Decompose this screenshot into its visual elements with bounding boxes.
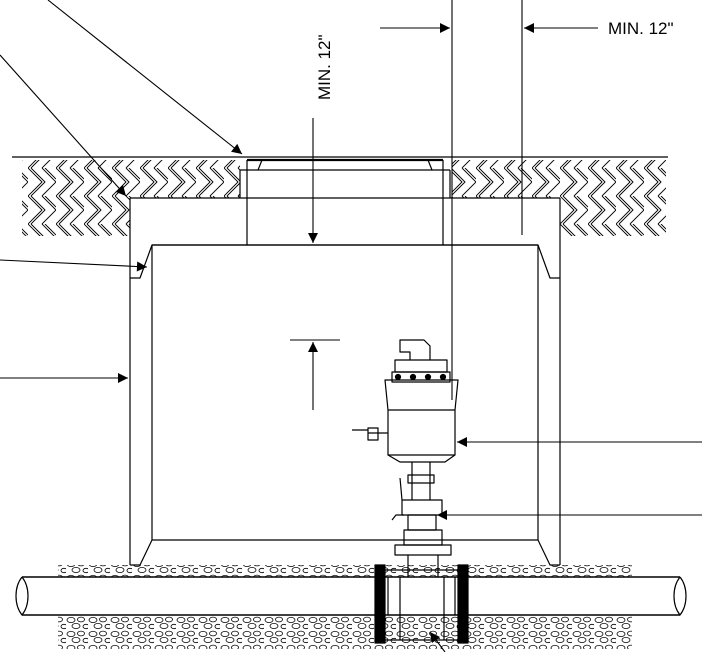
soil-hatching — [22, 160, 666, 236]
min-side-clearance-label: MIN. 12" — [608, 19, 674, 38]
leader-main — [429, 631, 446, 652]
pipe-flange-left — [374, 564, 386, 644]
leader-frame — [0, 54, 127, 197]
dimension-side-clearance — [380, 0, 598, 400]
leader-slab — [0, 259, 148, 272]
min-top-clearance-label: MIN. 12" — [315, 34, 334, 100]
gravel-bedding — [58, 565, 632, 649]
isolation-ball-valve — [401, 499, 443, 516]
pipe-flange-right — [457, 564, 469, 644]
dimension-cover-clearance — [290, 118, 388, 410]
test-cock — [352, 427, 388, 441]
leader-manhole-cover — [47, 0, 243, 155]
water-main-pipe — [15, 564, 687, 644]
air-release-valve — [352, 339, 459, 463]
valve-outlet-elbow — [399, 339, 431, 360]
vault-structure — [129, 158, 561, 566]
manhole-frame — [239, 160, 451, 198]
riser-assembly — [391, 462, 452, 577]
